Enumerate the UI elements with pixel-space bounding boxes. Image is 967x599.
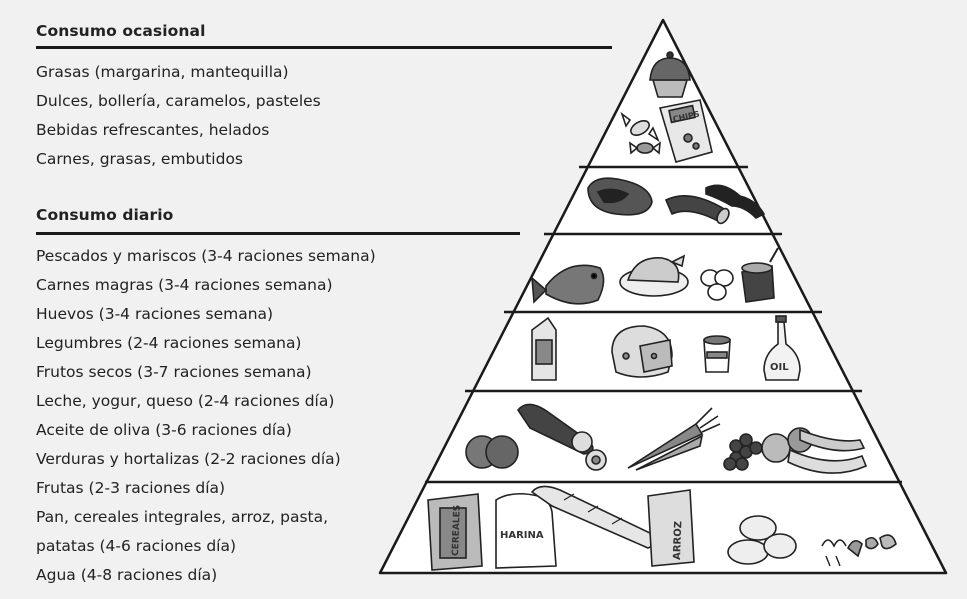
milk-carton-icon [532, 318, 556, 380]
yogurt-icon [704, 336, 730, 372]
arroz-label: ARROZ [672, 521, 684, 560]
flour-sack-icon: HARINA [496, 494, 556, 568]
rice-box-icon: ARROZ [648, 490, 694, 566]
cheese-icon [612, 326, 672, 377]
oil-label: OIL [770, 362, 789, 373]
harina-label: HARINA [500, 530, 544, 541]
pyramid-outline [380, 20, 946, 573]
cereal-box-icon: CEREALES [428, 494, 482, 570]
cereales-label: CEREALES [451, 505, 463, 556]
tomatoes-icon [466, 436, 518, 468]
